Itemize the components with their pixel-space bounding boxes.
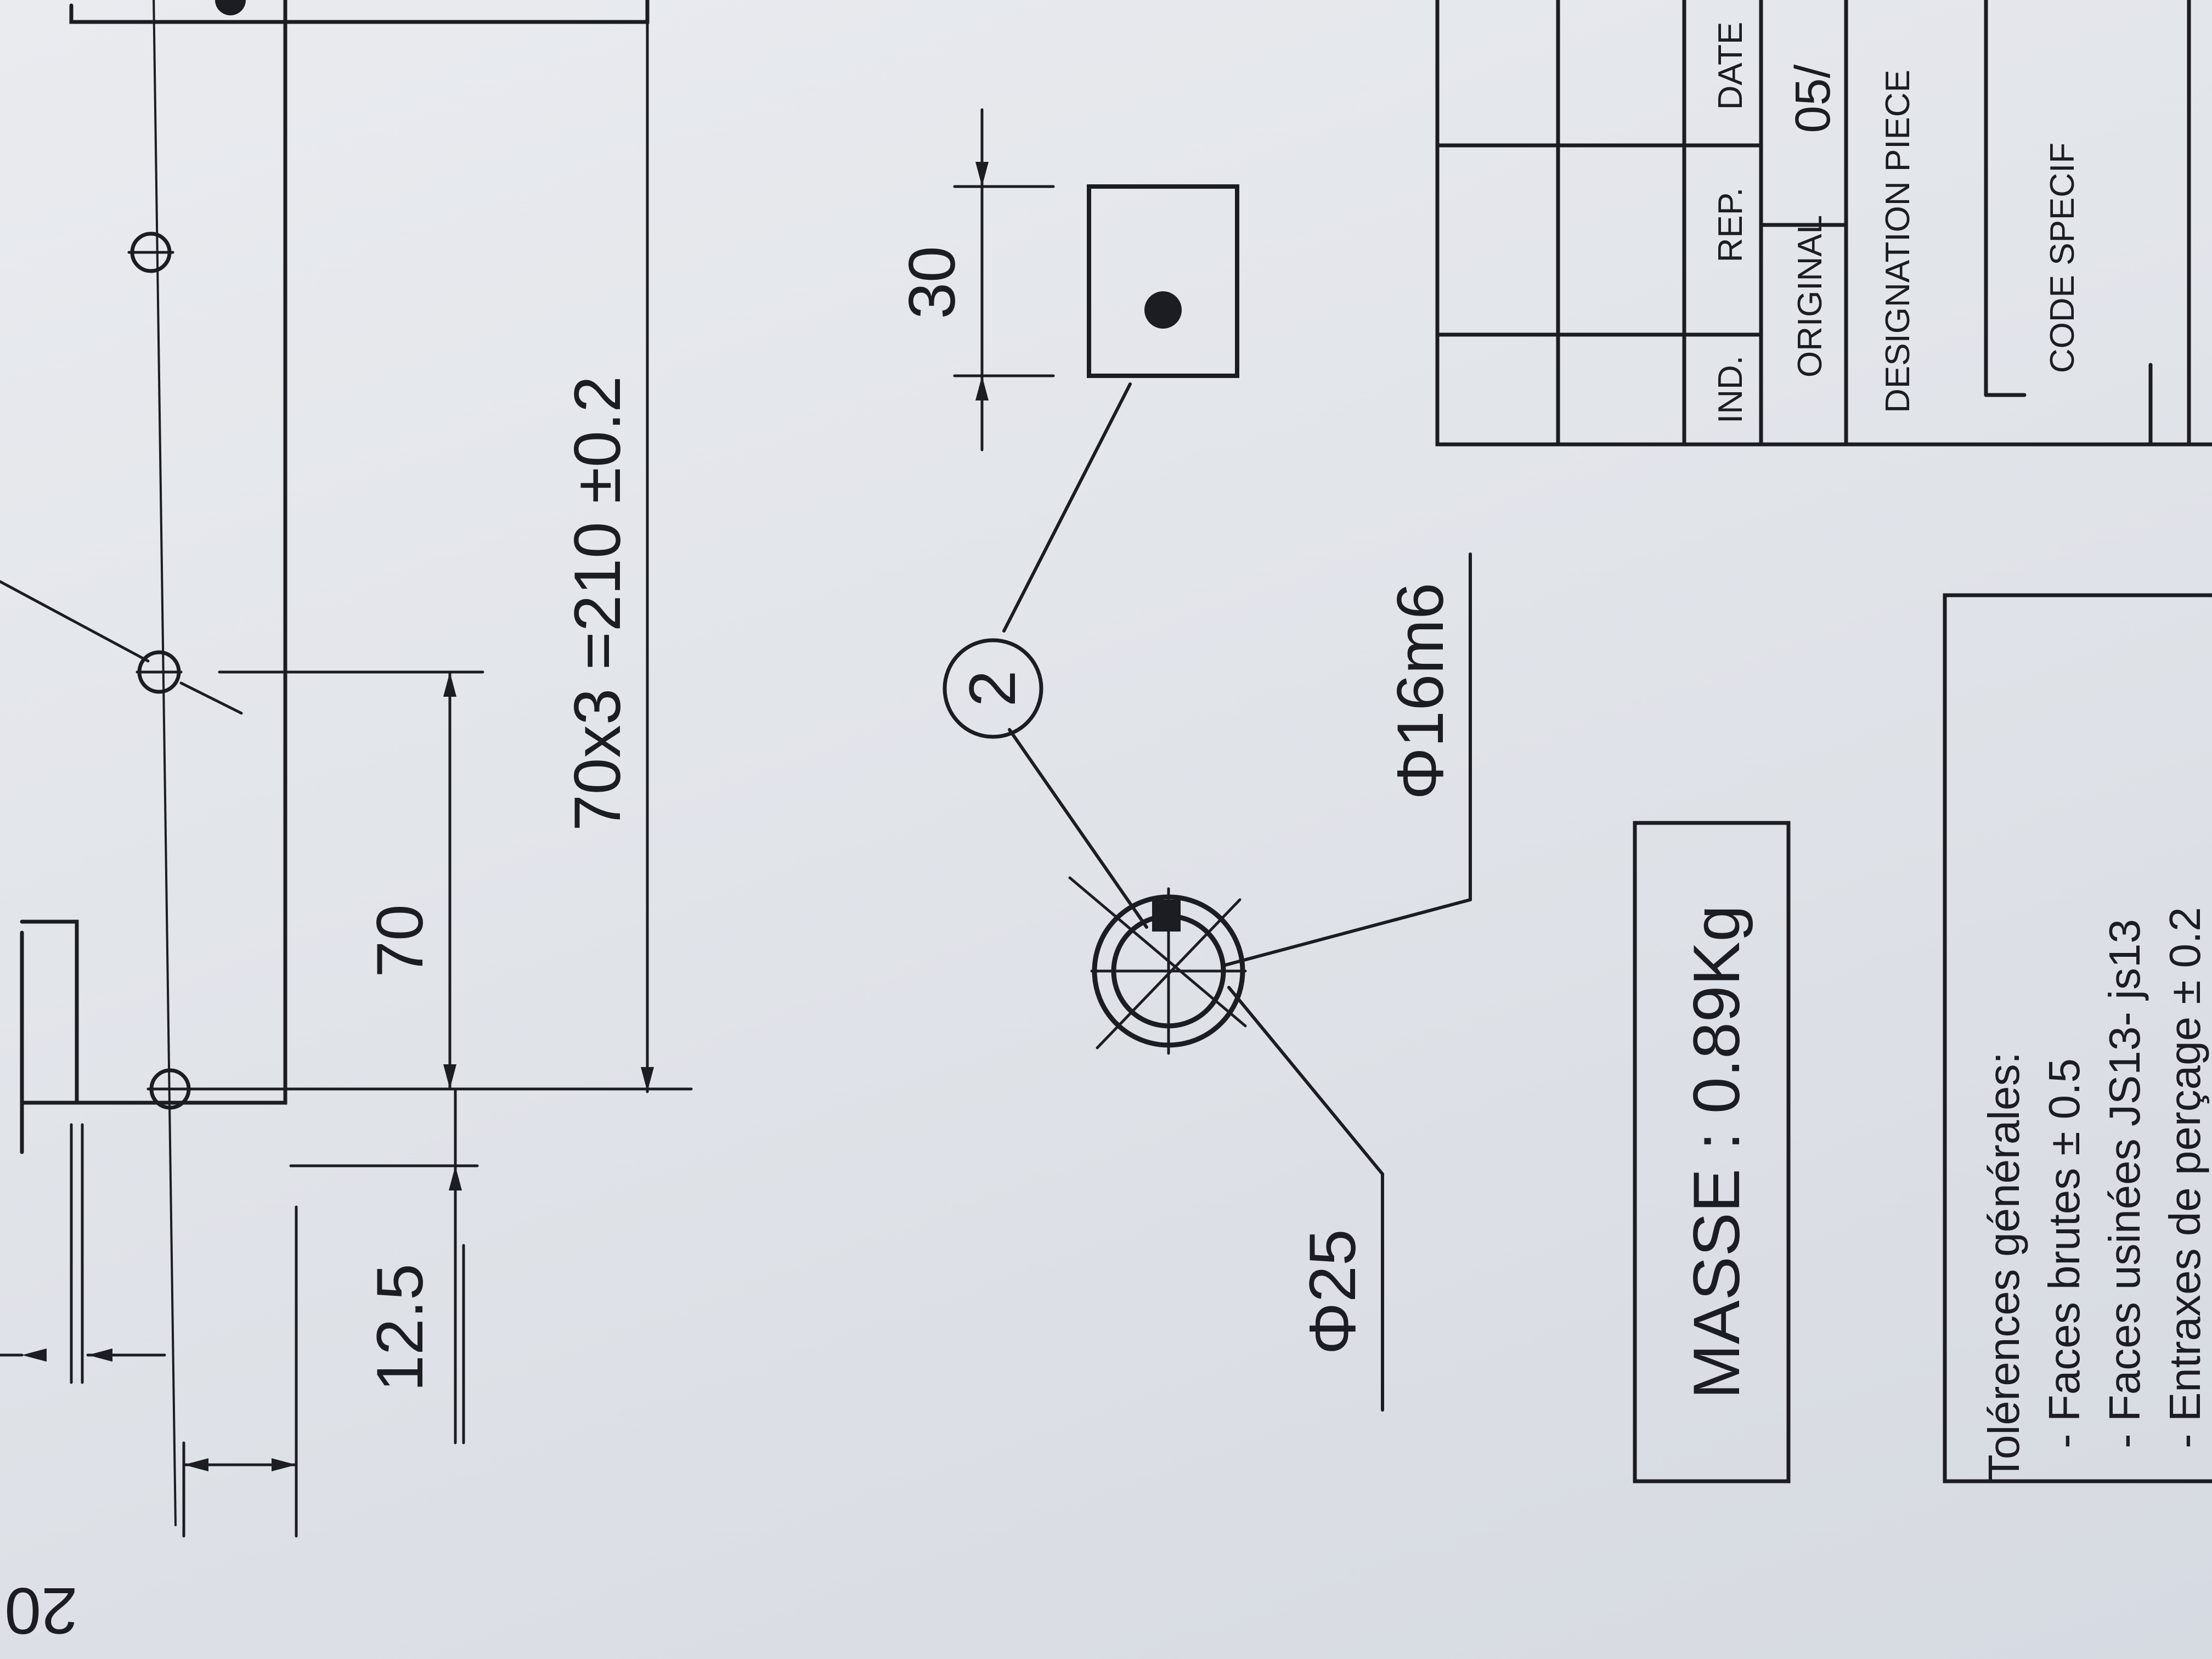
tolerances-box: Tolérences générales: - Faces brutes ± 0… [1943,593,2212,1483]
detail-square [1087,184,1239,378]
hole-marker-dot [215,0,246,15]
title-block [1435,0,2212,447]
mass-box: MASSE : 0.89Kg [1633,821,1791,1483]
title-block-date-label: DATE [1712,22,1750,110]
hole-1 [127,232,174,273]
dim-pitch-total: 70x3 =210 ±0.2 [561,376,634,831]
dim-detail-height: 30 [895,246,969,319]
balloon-circle [943,638,1043,739]
bushing-section: 2 Φ16m6 Φ25 [943,552,1472,1412]
title-block-original-date: 05/ [1786,64,1841,133]
key-slot [1152,900,1181,932]
dimension-arrows [22,672,654,1471]
part-outline [20,0,650,1154]
shaft-fit-leader [1222,898,1472,967]
balloon-number: 2 [956,670,1029,707]
detail-leader [1002,382,1132,633]
hole-centerline [153,0,177,1526]
title-block-designation-label: DESIGNATION PIECE [1879,70,1917,413]
detail-dot [1144,291,1182,329]
mass-value: MASSE : 0.89Kg [1680,905,1753,1399]
title-block-ind-label: IND. [1712,356,1750,424]
title-block-rep-label: REP. [1712,188,1750,263]
dim-first-hole-offset: 12.5 [363,1263,437,1392]
tolerances-title: Tolérences générales: [1979,1052,2028,1481]
title-block-original-label: ORIGINAL [1791,215,1829,377]
hole-3 [146,1068,194,1110]
dim-overall-thickness: 20 [4,1574,77,1647]
title-block-code-label: CODE SPECIF [2044,143,2081,373]
tolerance-line-1: - Faces brutes ± 0.5 [2040,1058,2089,1448]
hole-2 [0,580,243,715]
tolerance-line-2: - Faces usinées JS13- js13 [2100,919,2149,1448]
dimension-lines [0,20,693,1538]
tolerance-line-3: - Entraxes de perçage ± 0.2 [2160,907,2209,1448]
outer-diameter-leader [1227,986,1384,1176]
dim-shaft-fit: Φ16m6 [1384,583,1457,800]
dim-hole-pitch: 70 [363,904,437,977]
dim-outer-diameter: Φ25 [1296,1229,1369,1355]
balloon-leader [1008,728,1148,929]
detail-view: 30 [895,108,1239,633]
